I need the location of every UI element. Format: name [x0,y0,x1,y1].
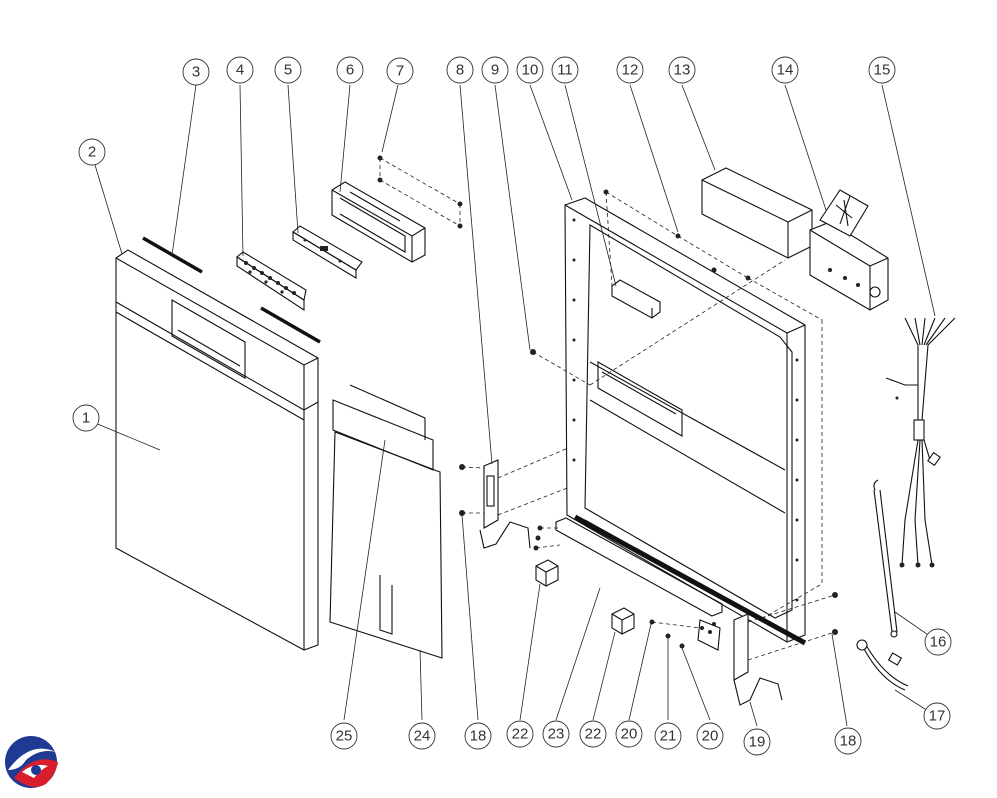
control-board [236,251,307,312]
callout-label: 20 [621,726,638,743]
callout-label: 6 [346,62,354,79]
leader-lines [87,84,938,727]
wiring-harness [885,317,956,568]
callout-2: 2 [78,138,106,166]
callout-9: 9 [481,56,509,84]
callout-label: 20 [702,728,719,745]
detergent-dispenser [809,189,889,311]
callout-22-right: 22 [579,720,607,748]
callout-label: 3 [192,64,200,81]
callout-label: 9 [491,62,499,79]
callout-label: 7 [396,63,404,80]
callout-20-left: 20 [615,720,643,748]
callout-11: 11 [551,56,579,84]
door-spring-rod [873,479,898,638]
callout-19: 19 [743,728,771,756]
callout-21: 21 [654,722,682,750]
callout-label: 1 [82,410,90,427]
callout-12: 12 [616,56,644,84]
callout-13: 13 [668,56,696,84]
hinge-right [649,592,838,706]
callout-20-right: 20 [696,722,724,750]
callout-label: 19 [749,734,766,751]
door-bumpers [535,559,635,635]
callout-label: 2 [88,144,96,161]
callout-18-right: 18 [834,727,862,755]
callout-7: 7 [386,57,414,85]
bottom-seal-strip [533,517,723,617]
callout-17: 17 [923,702,951,730]
callout-label: 25 [336,728,353,745]
callout-label: 17 [929,708,946,725]
callout-label: 8 [456,62,464,79]
callout-label: 23 [548,726,565,743]
spring-cable [856,639,909,691]
callout-label: 5 [284,62,292,79]
callout-22-left: 22 [506,720,534,748]
callout-1: 1 [72,404,100,432]
callout-label: 22 [512,726,529,743]
door-outer-panel [115,249,319,651]
callout-label: 12 [622,62,639,79]
liner-screws [530,189,823,621]
callout-3: 3 [182,58,210,86]
display-pcb [292,225,363,279]
callout-label: 10 [522,62,539,79]
callout-16: 16 [924,628,952,656]
inner-door-liner [564,197,807,646]
door-latch [605,191,661,319]
callout-23: 23 [542,720,570,748]
insulation-panel-lower [329,431,443,659]
insulation-panel-upper [332,384,434,471]
callout-10: 10 [516,56,544,84]
callout-label: 11 [557,62,573,79]
callout-label: 16 [930,634,947,651]
callout-label: 21 [660,728,677,745]
callout-25: 25 [330,722,358,750]
insulation-box [701,167,813,259]
hinge-left [459,444,576,549]
callout-8: 8 [446,56,474,84]
callout-15: 15 [868,56,896,84]
callout-label: 14 [777,62,794,79]
callout-4: 4 [226,56,254,84]
callout-5: 5 [274,56,302,84]
callout-label: 24 [414,728,431,745]
callout-label: 18 [840,733,857,750]
callout-label: 18 [470,728,487,745]
callout-24: 24 [408,722,436,750]
callout-label: 13 [674,62,691,79]
callout-6: 6 [336,56,364,84]
callout-label: 15 [874,62,891,79]
callout-label: 4 [236,62,244,79]
callout-14: 14 [771,56,799,84]
callout-18-left: 18 [464,722,492,750]
handle-strips [142,236,321,344]
brand-logo [5,736,58,788]
callout-label: 22 [585,726,602,743]
control-bracket [331,155,463,263]
